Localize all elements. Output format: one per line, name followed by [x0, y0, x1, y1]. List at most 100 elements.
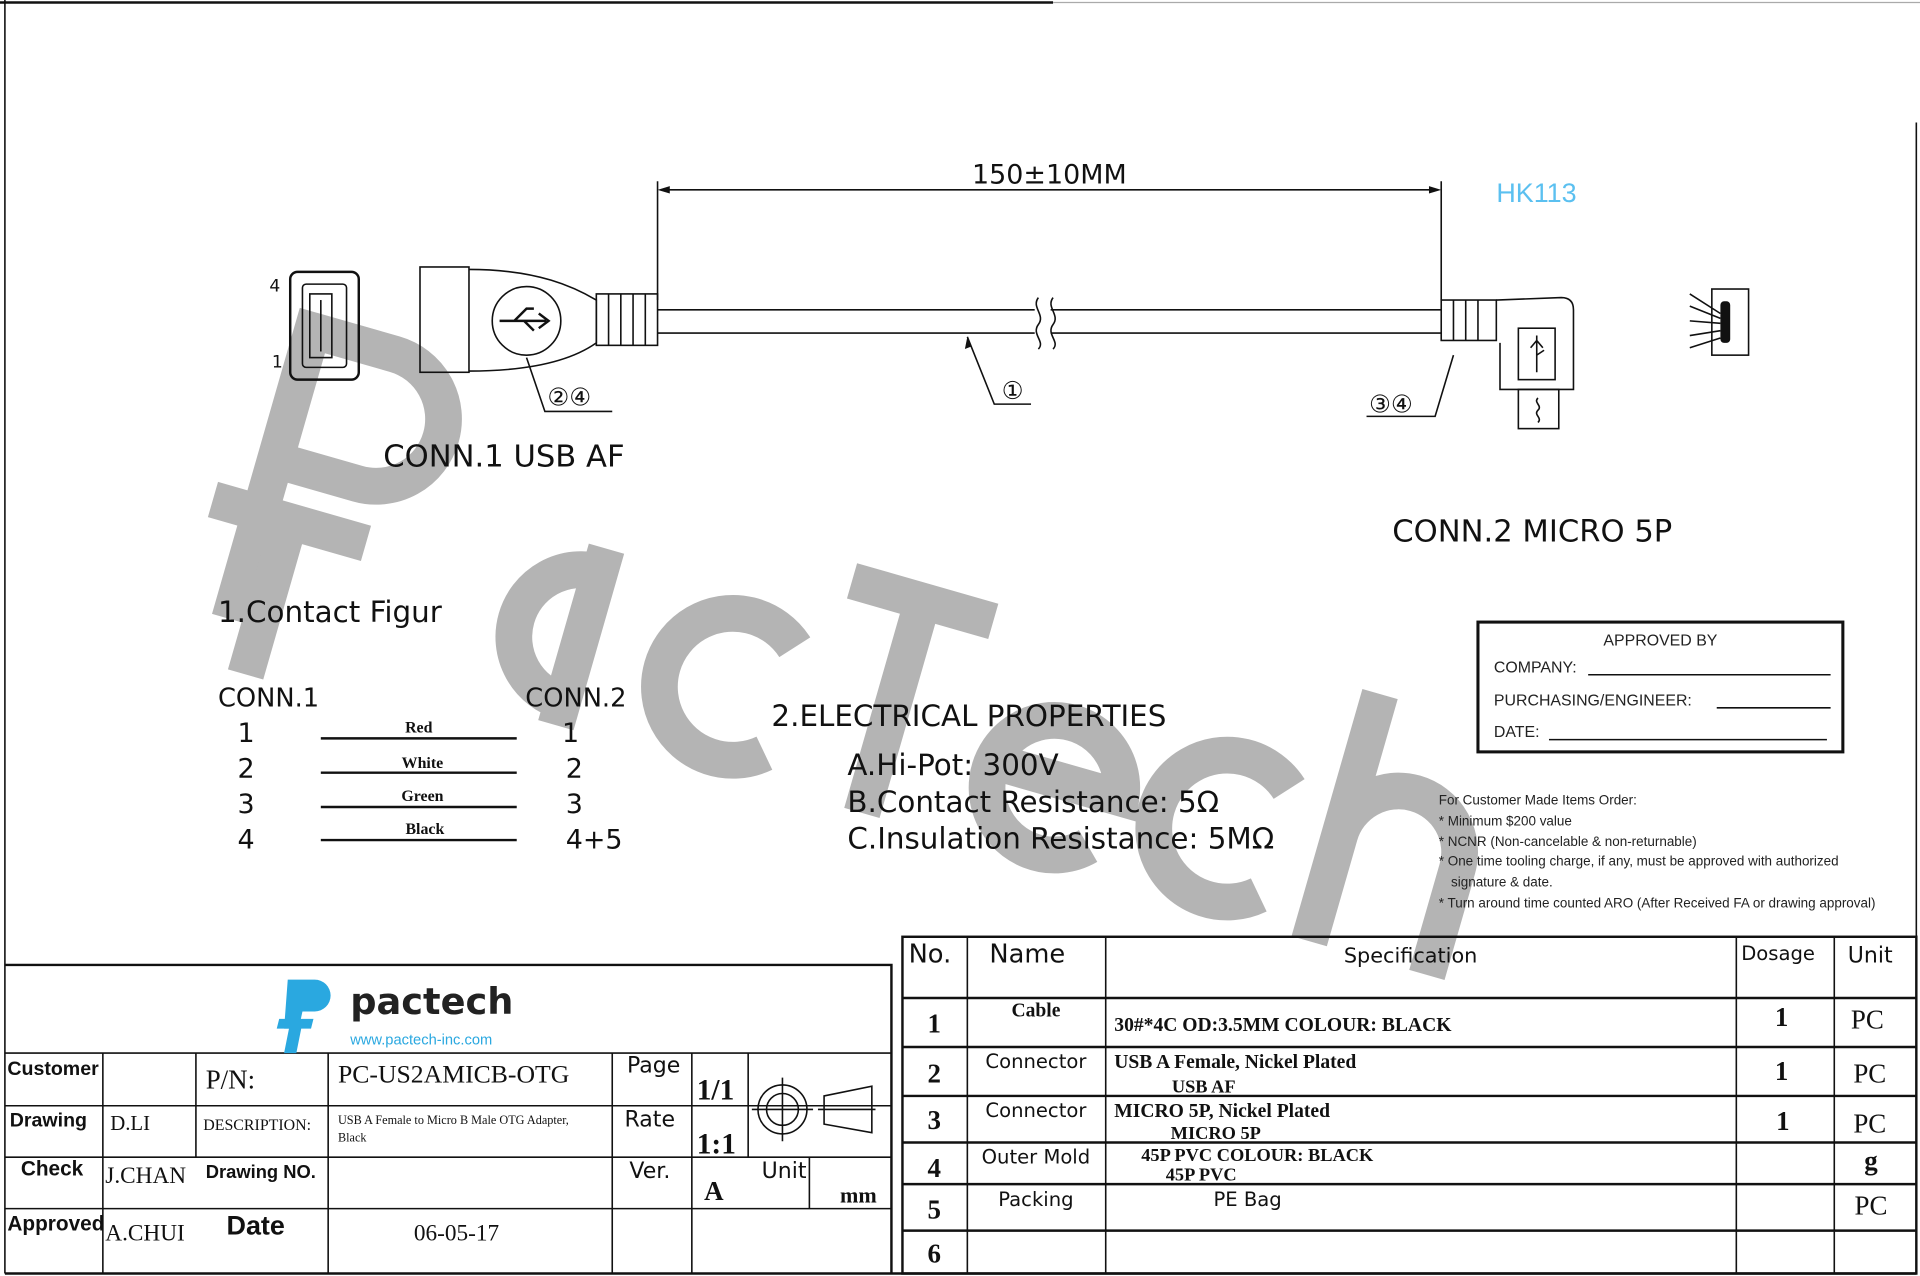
conn2-pin: 1 — [562, 718, 579, 749]
watermark-logo — [207, 307, 1478, 981]
bom-spec: 45P PVC COLOUR: BLACK — [1141, 1145, 1374, 1165]
bom-spec: MICRO 5P, Nickel Plated — [1114, 1101, 1330, 1122]
wire-color: Black — [405, 821, 444, 838]
date-value: 06-05-17 — [414, 1220, 499, 1246]
drawing-no-label: Drawing NO. — [206, 1161, 316, 1182]
bom-name: Connector — [985, 1050, 1087, 1073]
drawing-value: D.LI — [110, 1111, 150, 1135]
bom-name: Connector — [985, 1099, 1087, 1122]
callout-cable: ① — [1002, 376, 1024, 405]
bom-unit: PC — [1853, 1058, 1886, 1088]
contact-row: 3 Green 3 — [238, 788, 583, 820]
bom-spec-sub: USB AF — [1172, 1076, 1236, 1096]
bom-no: 1 — [928, 1008, 941, 1038]
conn2-pin: 3 — [566, 789, 583, 820]
cable — [657, 297, 1442, 350]
bom-spec: PE Bag — [1213, 1188, 1281, 1211]
bom-no: 2 — [928, 1058, 941, 1088]
contact-figure-title: 1.Contact Figur — [218, 595, 443, 629]
bom-name: Outer Mold — [982, 1145, 1091, 1168]
bom-spec-sub: 45P PVC — [1166, 1164, 1237, 1184]
purchasing-label: PURCHASING/ENGINEER: — [1494, 692, 1692, 709]
note-line: * Minimum $200 value — [1439, 813, 1572, 828]
callout-conn1: ②④ — [547, 382, 591, 411]
pn-value: PC-US2AMICB-OTG — [338, 1059, 569, 1088]
bom-no: 6 — [928, 1238, 941, 1268]
approved-label: Approved — [7, 1213, 104, 1236]
pin-label-4: 4 — [269, 276, 280, 296]
usb-a-face-view: 4 1 — [269, 270, 360, 381]
contact-resistance: B.Contact Resistance: 5Ω — [847, 785, 1219, 819]
bom-row: 6 — [928, 1238, 941, 1268]
bom-unit: PC — [1851, 1005, 1884, 1035]
wire-color: Green — [401, 788, 443, 805]
hi-pot: A.Hi-Pot: 300V — [847, 748, 1058, 782]
note-line: For Customer Made Items Order: — [1439, 793, 1637, 808]
ver-label: Ver. — [629, 1159, 670, 1184]
bom-unit: PC — [1853, 1109, 1886, 1139]
contact-row: 1 Red 1 — [238, 718, 580, 749]
bom-header-name: Name — [989, 939, 1065, 969]
model-code: HK113 — [1496, 178, 1576, 208]
logo-text: pactech — [350, 980, 513, 1023]
conn1-header: CONN.1 — [218, 684, 319, 714]
approval-title: APPROVED BY — [1603, 632, 1717, 649]
bom-dosage: 1 — [1775, 1056, 1788, 1086]
conn1-pin: 3 — [238, 789, 255, 820]
bom-header-dosage: Dosage — [1741, 942, 1815, 965]
bom-header-no: No. — [909, 939, 952, 969]
bom-no: 4 — [928, 1153, 941, 1183]
conn1-pin: 1 — [238, 718, 255, 749]
bom-unit: g — [1864, 1145, 1878, 1175]
rate-label: Rate — [624, 1108, 675, 1133]
pin-label-1: 1 — [272, 352, 283, 372]
contact-row: 4 Black 4+5 — [238, 821, 623, 856]
bom-dosage: 1 — [1776, 1106, 1789, 1136]
contact-figure: 1.Contact Figur CONN.1 CONN.2 1 Red 1 2 … — [218, 595, 627, 856]
bom-row: 3 Connector MICRO 5P, Nickel Plated MICR… — [928, 1099, 1887, 1143]
description-value-line2: Black — [338, 1130, 367, 1144]
note-line: * Turn around time counted ARO (After Re… — [1439, 895, 1876, 910]
approved-value: A.CHUI — [105, 1220, 184, 1246]
bom-row: 4 Outer Mold 45P PVC COLOUR: BLACK 45P P… — [928, 1145, 1879, 1185]
check-label: Check — [21, 1158, 84, 1181]
conn2-pin: 4+5 — [566, 825, 623, 856]
company-label: COMPANY: — [1494, 659, 1577, 676]
bom-header-spec: Specification — [1344, 943, 1478, 967]
bom-spec: USB A Female, Nickel Plated — [1114, 1052, 1356, 1073]
bom-row: 2 Connector USB A Female, Nickel Plated … — [928, 1050, 1887, 1096]
bom-row: 5 Packing PE Bag PC — [928, 1188, 1888, 1224]
bom-unit: PC — [1855, 1191, 1888, 1221]
page-label: Page — [627, 1054, 680, 1079]
drawing-label: Drawing — [10, 1110, 87, 1132]
bom-row: 1 Cable 30#*4C OD:3.5MM COLOUR: BLACK 1 … — [928, 1000, 1884, 1038]
bom-name: Cable — [1011, 1000, 1060, 1021]
wire-color: White — [402, 755, 444, 772]
conn2-header: CONN.2 — [525, 684, 626, 714]
pn-label: P/N: — [206, 1065, 255, 1095]
description-value: USB A Female to Micro B Male OTG Adapter… — [338, 1113, 569, 1127]
order-notes: For Customer Made Items Order: * Minimum… — [1439, 793, 1876, 911]
customer-label: Customer — [7, 1058, 99, 1080]
bom-dosage: 1 — [1775, 1002, 1788, 1032]
title-block: pactech www.pactech-inc.com Customer P/N… — [4, 963, 893, 1274]
conn2-pin: 2 — [566, 754, 583, 785]
bom-table: No. Name Specification Dosage Unit 1 Cab… — [901, 935, 1918, 1275]
electrical-title: 2.ELECTRICAL PROPERTIES — [771, 699, 1166, 733]
callouts: ②④ ① ③④ — [525, 336, 1455, 419]
conn1-pin: 4 — [238, 825, 255, 856]
date-label: Date — [227, 1210, 285, 1240]
date-label: DATE: — [1494, 724, 1540, 741]
projection-symbol-icon — [751, 1077, 876, 1142]
callout-conn2: ③④ — [1369, 390, 1413, 419]
description-label: DESCRIPTION: — [203, 1117, 311, 1134]
usb-logo-icon — [491, 285, 562, 356]
bom-header-unit: Unit — [1848, 943, 1893, 968]
bom-spec: 30#*4C OD:3.5MM COLOUR: BLACK — [1114, 1015, 1452, 1036]
dimension-label: 150±10MM — [972, 160, 1127, 191]
conn2-label: CONN.2 MICRO 5P — [1392, 514, 1672, 549]
rate-value: 1:1 — [697, 1129, 736, 1161]
micro-pin-view — [1689, 288, 1750, 356]
bom-no: 3 — [928, 1105, 941, 1135]
